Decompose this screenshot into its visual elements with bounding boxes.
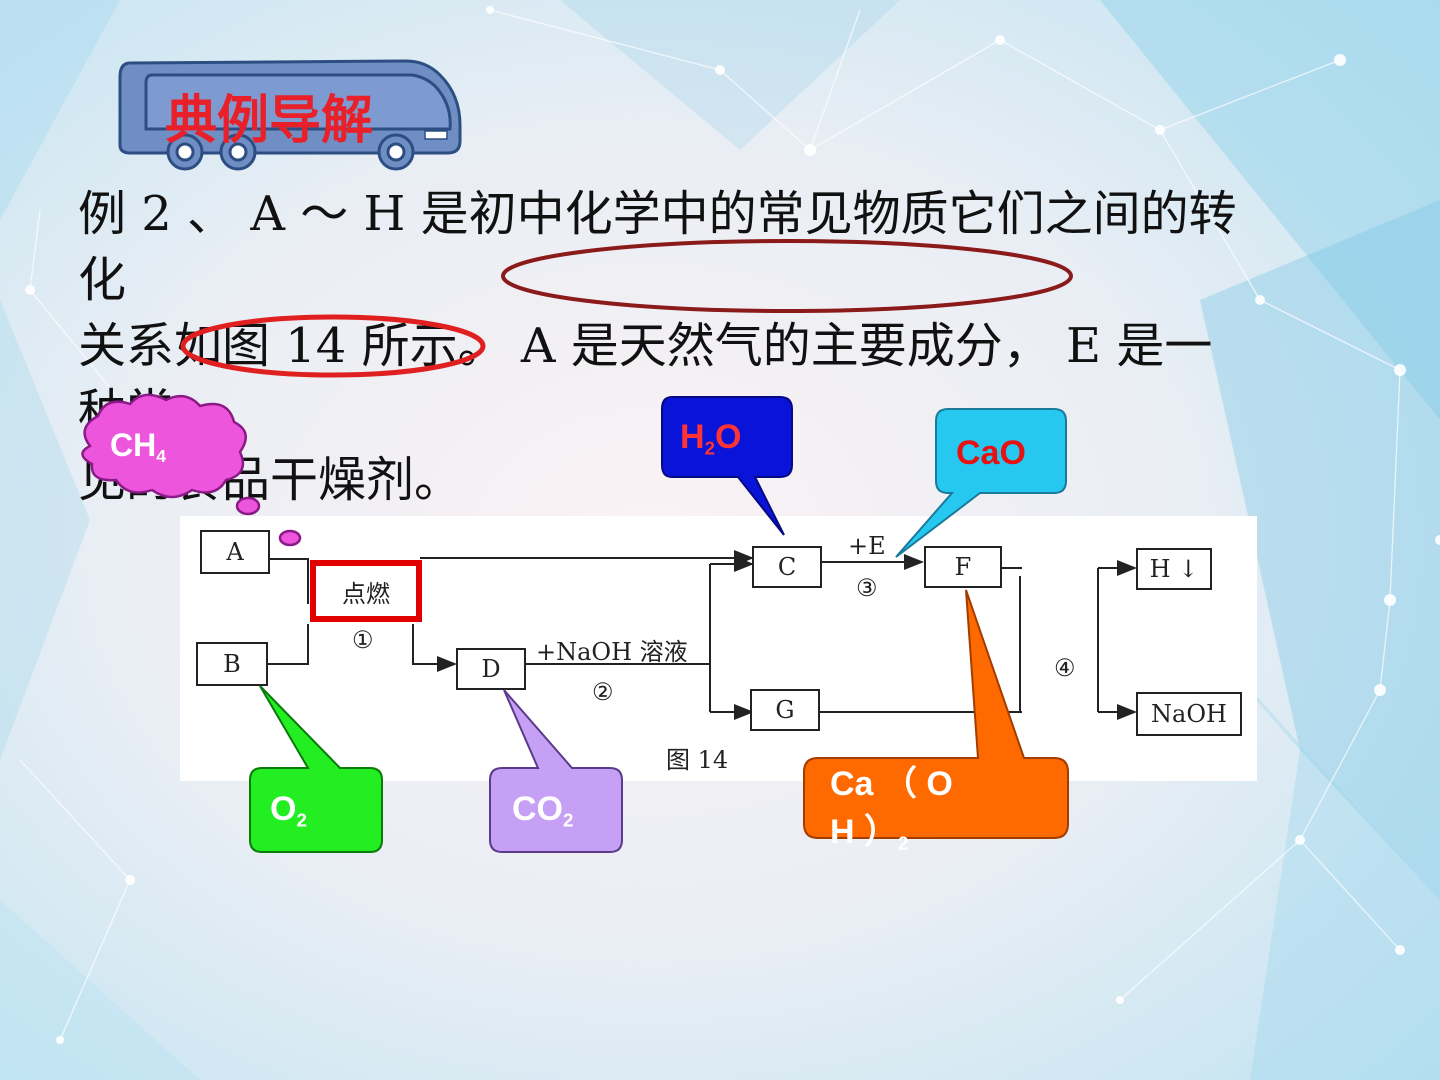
ch4-main: CH <box>110 427 157 463</box>
cao-callout <box>895 408 1067 558</box>
o2-callout <box>249 685 383 853</box>
co2-callout-text: CO2 <box>512 790 573 832</box>
question-line-2: 化 <box>78 252 127 308</box>
highlight-ellipse-red <box>180 314 486 378</box>
box-c: C <box>752 546 822 588</box>
h2o-callout-text: H2O <box>680 418 741 460</box>
ch4-cloud-callout <box>81 393 302 547</box>
o2-main: O <box>270 790 297 828</box>
plus-e-label: +E <box>848 532 886 560</box>
step-3-label: ③ <box>856 574 878 602</box>
co2-callout <box>489 689 623 853</box>
box-naoh: NaOH <box>1136 692 1242 736</box>
box-f: F <box>924 546 1002 588</box>
step-4-label: ④ <box>1054 654 1076 682</box>
caoh2-line-2-text: H ） <box>830 813 898 851</box>
step-2-label: ② <box>592 678 614 706</box>
question-line-3: 关系如图 14 所示。 A 是天然气的主要成分， E 是一 <box>78 318 1213 374</box>
question-line-1: 例 2 、 A ～ H 是初中化学中的常见物质它们之间的转 <box>78 186 1237 242</box>
h2o-part-a: H <box>680 418 705 456</box>
h2o-part-b: O <box>714 418 742 456</box>
caoh2-line-1: Ca （ O <box>830 765 953 803</box>
box-ignite: 点燃 <box>310 560 422 622</box>
co2-main: CO <box>512 790 563 828</box>
highlight-ellipse-dark <box>501 239 1073 313</box>
naoh-solution-label: +NaOH 溶液 <box>536 638 688 666</box>
box-b: B <box>196 642 268 686</box>
cao-callout-text: CaO <box>956 434 1026 472</box>
flow-diagram: A B 点燃 ① D +NaOH 溶液 ② C G +E ③ F ④ H ↓ N… <box>180 516 1257 781</box>
h2o-subscript: 2 <box>704 437 715 459</box>
figure-caption: 图 14 <box>666 746 729 774</box>
box-d: D <box>456 648 526 690</box>
box-a: A <box>200 530 270 574</box>
co2-subscript: 2 <box>563 809 574 831</box>
ch4-subscript: 4 <box>156 446 167 467</box>
bus-header-icon <box>118 59 462 171</box>
step-1-label: ① <box>352 626 374 654</box>
o2-callout-text: O2 <box>270 790 307 832</box>
caoh2-callout <box>803 589 1069 839</box>
page-title: 典例导解 <box>165 90 374 151</box>
box-g: G <box>750 689 820 731</box>
caoh2-subscript: 2 <box>898 832 909 854</box>
ch4-callout-text: CH4 <box>110 427 166 467</box>
h2o-callout <box>661 396 793 536</box>
caoh2-line-2: H ）2 <box>830 804 908 855</box>
box-h: H ↓ <box>1136 548 1212 590</box>
o2-subscript: 2 <box>296 809 307 831</box>
